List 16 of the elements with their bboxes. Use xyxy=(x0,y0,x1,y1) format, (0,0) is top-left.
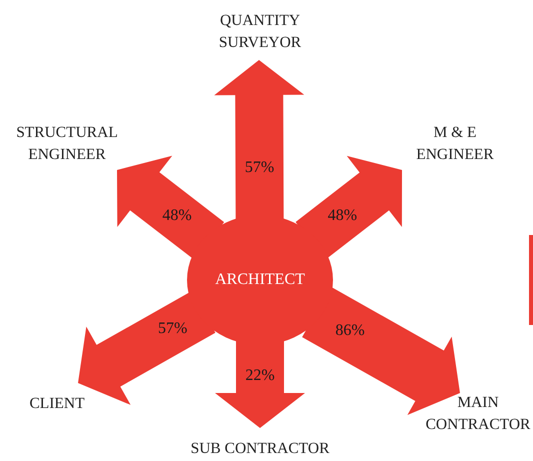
role-label: STRUCTURAL ENGINEER xyxy=(2,120,132,168)
edge-label: 57% xyxy=(244,158,274,178)
block-arrow xyxy=(214,60,304,222)
edge-label: 57% xyxy=(158,319,188,340)
block-arrow xyxy=(215,339,305,428)
role-label: SUB CONTRACTOR xyxy=(170,438,350,460)
block-arrow xyxy=(117,156,224,260)
edge-label: 22% xyxy=(245,366,275,386)
role-label: QUANTITY SURVEYOR xyxy=(190,8,330,56)
role-label: M & E ENGINEER xyxy=(400,120,510,168)
role-label: MAIN CONTRACTOR xyxy=(423,390,533,438)
block-arrow xyxy=(296,156,402,260)
block-arrow xyxy=(302,286,460,415)
edge-label: 86% xyxy=(335,320,365,341)
block-arrow xyxy=(78,291,216,405)
role-label: CLIENT xyxy=(22,392,92,416)
